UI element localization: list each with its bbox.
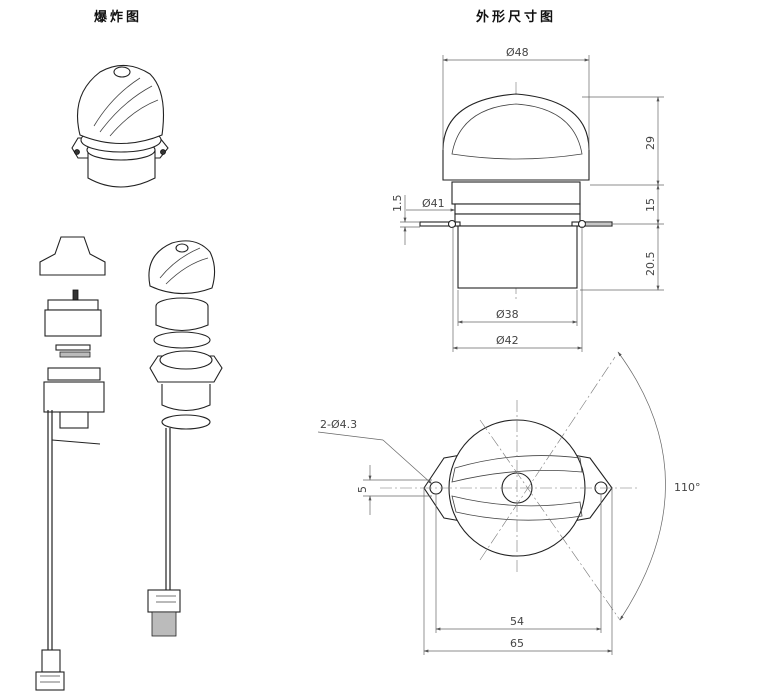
- dimension-drawing-title: 外形尺寸图: [476, 10, 557, 25]
- dim-height-1-5: 1.5: [391, 195, 404, 213]
- dim-angle-110: 110°: [674, 481, 701, 494]
- dim-dia48: Ø48: [506, 46, 529, 59]
- dim-dia41: Ø41: [422, 197, 445, 210]
- side-view: [400, 55, 664, 352]
- dim-height-15: 15: [644, 198, 657, 212]
- exploded-stack-left: [35, 236, 106, 691]
- dim-holes: 2-Ø4.3: [320, 418, 357, 431]
- dim-dia38: Ø38: [496, 308, 519, 321]
- dim-height-29: 29: [644, 136, 657, 150]
- exploded-view-title: 爆炸图: [94, 10, 143, 25]
- dim-width-54: 54: [510, 615, 524, 628]
- assembled-knob: [71, 64, 169, 188]
- dim-height-20-5: 20.5: [644, 252, 657, 277]
- top-view: [317, 351, 666, 655]
- dim-dia42: Ø42: [496, 334, 519, 347]
- exploded-stack-right: [147, 240, 223, 637]
- dim-width-65: 65: [510, 637, 524, 650]
- dim-width-5: 5: [356, 486, 369, 493]
